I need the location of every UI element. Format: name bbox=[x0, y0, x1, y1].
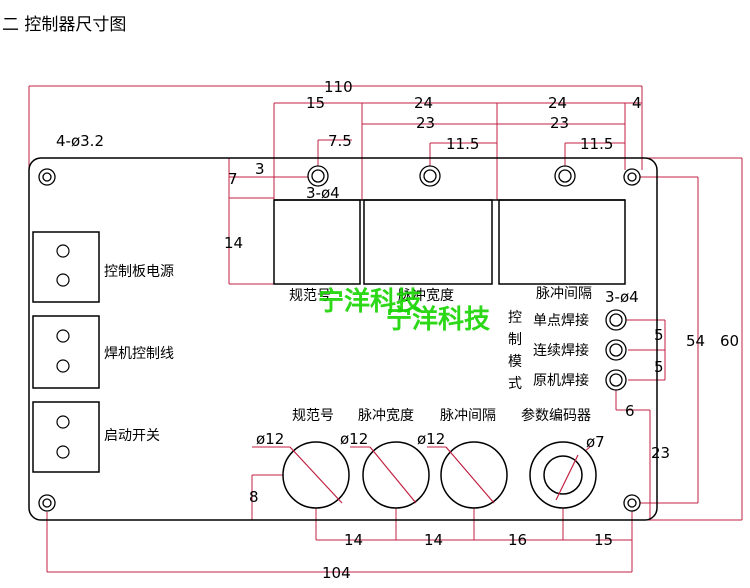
knob-encoder-inner bbox=[543, 455, 583, 495]
dim-knob3-dia: ø12 bbox=[417, 430, 445, 448]
dim-overall-bottom: 104 bbox=[322, 564, 351, 582]
mode-label-original: 原机焊接 bbox=[533, 372, 589, 389]
knob-label-spec: 规范号 bbox=[292, 407, 334, 424]
mode-label-char-1: 控 bbox=[508, 310, 522, 326]
terminal-screw bbox=[56, 329, 70, 343]
dim-54: 54 bbox=[686, 332, 705, 350]
display-window-3 bbox=[498, 199, 626, 285]
dim-5b: 5 bbox=[654, 358, 664, 376]
dim-23-vertical: 23 bbox=[651, 444, 670, 462]
drawing-title: 二 控制器尺寸图 bbox=[2, 15, 126, 35]
knob-label-pulse-interval: 脉冲间隔 bbox=[440, 408, 496, 424]
connector-welder bbox=[32, 315, 100, 389]
mount-hole-tl bbox=[38, 168, 56, 186]
connector-start bbox=[32, 401, 100, 473]
terminal-screw bbox=[56, 445, 70, 459]
dim-14-vertical: 14 bbox=[224, 234, 243, 252]
dim-11-5b: 11.5 bbox=[580, 135, 613, 153]
terminal-screw bbox=[56, 359, 70, 373]
dimension-lines bbox=[28, 85, 743, 573]
dim-8: 8 bbox=[249, 488, 259, 506]
connector-label-power: 控制板电源 bbox=[104, 264, 174, 280]
connector-label-welder: 焊机控制线 bbox=[104, 346, 174, 362]
connector-power bbox=[32, 231, 100, 303]
panel-outline bbox=[28, 157, 658, 521]
dim-knob2-dia: ø12 bbox=[340, 430, 368, 448]
dim-23b: 23 bbox=[550, 114, 569, 132]
mode-label-single: 单点焊接 bbox=[533, 312, 589, 329]
terminal-screw bbox=[56, 415, 70, 429]
terminal-screws bbox=[56, 244, 70, 459]
mount-hole-bl bbox=[38, 494, 56, 512]
knob-label-encoder: 参数编码器 bbox=[521, 407, 591, 424]
knob-pulse-width bbox=[362, 441, 430, 509]
dim-24a: 24 bbox=[414, 94, 433, 112]
dim-bottom-16: 16 bbox=[508, 531, 527, 549]
display-label-pulse-interval: 脉冲间隔 bbox=[536, 286, 592, 302]
dim-bottom-14b: 14 bbox=[424, 531, 443, 549]
dim-23a: 23 bbox=[416, 114, 435, 132]
display-label-pulse-width: 脉冲宽度 bbox=[398, 287, 454, 304]
dimension-texts: 110 15 24 24 4 7.5 23 23 11.5 11.5 3 7 1… bbox=[56, 78, 739, 582]
knob-diameter-lines bbox=[289, 446, 579, 504]
mode-label-char-2: 制 bbox=[508, 332, 522, 348]
mode-label-char-4: 式 bbox=[508, 376, 522, 392]
dim-switch-holes: 3-ø4 bbox=[605, 288, 639, 306]
knobs bbox=[282, 441, 597, 509]
dim-11-5a: 11.5 bbox=[446, 135, 479, 153]
led-holes bbox=[307, 165, 576, 187]
display-window-2 bbox=[363, 199, 493, 285]
dim-60: 60 bbox=[720, 332, 739, 350]
mode-switch-continuous bbox=[605, 339, 627, 361]
display-label-spec: 规范号 bbox=[289, 287, 331, 304]
enclosure-outline bbox=[28, 157, 658, 521]
dim-7: 7 bbox=[228, 170, 238, 188]
dim-overall-top: 110 bbox=[324, 78, 353, 96]
dim-led-holes: 3-ø4 bbox=[306, 184, 340, 202]
watermark-a: 宁洋科技 bbox=[318, 286, 422, 317]
knob-pulse-interval bbox=[440, 441, 508, 509]
led-hole-1 bbox=[307, 165, 329, 187]
dim-4: 4 bbox=[632, 94, 642, 112]
mode-switch-original bbox=[605, 369, 627, 391]
knob-label-pulse-width: 脉冲宽度 bbox=[358, 407, 414, 424]
dim-15: 15 bbox=[306, 94, 325, 112]
terminal-screw bbox=[56, 244, 70, 258]
dim-5a: 5 bbox=[654, 326, 664, 344]
dim-knob1-dia: ø12 bbox=[256, 430, 284, 448]
component-labels: 规范号 脉冲宽度 脉冲间隔 控制板电源 焊机控制线 启动开关 控 制 模 式 单… bbox=[104, 264, 592, 444]
mount-hole-br bbox=[623, 494, 641, 512]
connector-label-start: 启动开关 bbox=[104, 428, 160, 444]
dim-3: 3 bbox=[255, 160, 265, 178]
display-window-1 bbox=[273, 199, 361, 285]
mount-hole-spec: 4-ø3.2 bbox=[56, 132, 104, 150]
dim-bottom-14a: 14 bbox=[344, 531, 363, 549]
watermark-b: 宁洋科技 bbox=[386, 304, 490, 335]
dim-24b: 24 bbox=[548, 94, 567, 112]
terminal-screw bbox=[56, 273, 70, 287]
mode-label-continuous: 连续焊接 bbox=[533, 342, 589, 359]
mount-hole-tr bbox=[623, 168, 641, 186]
mode-switch-single bbox=[605, 309, 627, 331]
led-hole-3 bbox=[554, 165, 576, 187]
dim-6: 6 bbox=[625, 402, 635, 420]
dim-7-5: 7.5 bbox=[328, 132, 352, 150]
dim-bottom-15: 15 bbox=[594, 531, 613, 549]
dim-knob4-dia: ø7 bbox=[586, 433, 605, 451]
led-hole-2 bbox=[419, 165, 441, 187]
mode-label-char-3: 模 bbox=[508, 354, 522, 370]
mode-switch-holes bbox=[605, 309, 627, 391]
mounting-holes bbox=[38, 168, 641, 512]
